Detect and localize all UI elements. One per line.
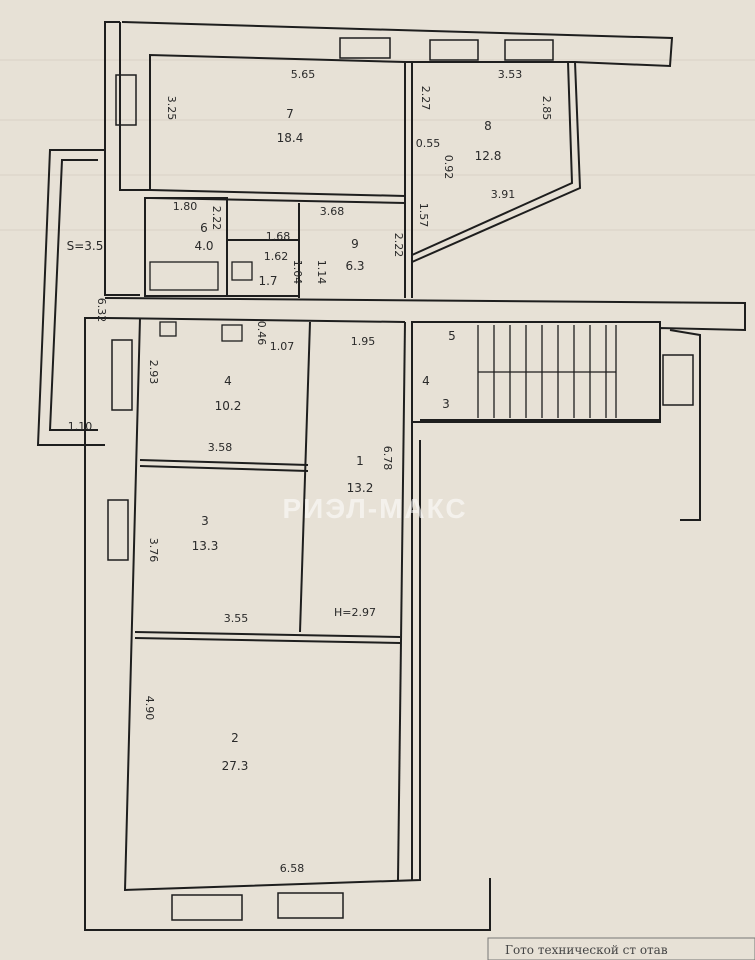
- dim-label: 3.25: [165, 96, 178, 121]
- room-1-number: 1: [356, 454, 364, 468]
- kitchen-sink-icon: [159, 321, 177, 337]
- dim-label: 1.14: [315, 260, 328, 285]
- dim-label: 6.32: [95, 298, 108, 323]
- middle-wall: [104, 297, 746, 421]
- stair-label-3: 3: [442, 397, 450, 411]
- dim-label: 1.62: [264, 250, 289, 263]
- dim-label: 1.10: [68, 420, 93, 433]
- dim-label: 6.78: [381, 446, 394, 471]
- window-left-3: [107, 499, 129, 561]
- stamp-text: Гото технической ст отав: [505, 943, 668, 957]
- dim-label: 1.57: [417, 203, 430, 228]
- windows: [107, 37, 694, 921]
- window-right: [662, 354, 694, 406]
- dim-label: 2.27: [419, 86, 432, 111]
- sink-icon: [231, 261, 253, 281]
- room-5-area: S=3.5: [67, 239, 104, 253]
- room-1-area: 13.2: [347, 481, 374, 495]
- window-left-1: [115, 74, 137, 126]
- room-7-area: 18.4: [277, 131, 304, 145]
- stair-label-4: 4: [422, 374, 430, 388]
- wall-room-8: [411, 61, 582, 263]
- staircase: [477, 325, 617, 418]
- dim-label: 6.58: [280, 862, 305, 875]
- room-wc-area: 1.7: [258, 274, 277, 288]
- watermark: РИЭЛ-МАКС: [282, 493, 467, 524]
- bathtub-icon: [149, 261, 219, 291]
- room-4-number: 4: [224, 374, 232, 388]
- fixtures: [149, 261, 253, 342]
- window-top-1: [339, 37, 391, 59]
- dim-label: 2.93: [147, 360, 160, 385]
- room-3-area: 13.3: [192, 539, 219, 553]
- room-2-number: 2: [231, 731, 239, 745]
- room-6-number: 6: [200, 221, 208, 235]
- dim-label: H=2.97: [334, 606, 376, 619]
- dim-label: 2.85: [540, 96, 553, 121]
- room-7-number: 7: [286, 107, 294, 121]
- wall-4-corridor: [299, 321, 311, 633]
- left-upper-wall: [104, 21, 140, 296]
- room-8-number: 8: [484, 119, 492, 133]
- stamp-box: [487, 937, 755, 960]
- window-top-2: [429, 39, 479, 61]
- dim-label: 1.68: [266, 230, 291, 243]
- dim-label: 3.91: [491, 188, 516, 201]
- dim-label: 2.22: [392, 233, 405, 258]
- dim-label: 1.07: [270, 340, 295, 353]
- dim-label: 2.22: [210, 206, 223, 231]
- room-8-area: 12.8: [475, 149, 502, 163]
- walls: [36, 21, 746, 931]
- dim-label: 3.76: [147, 538, 160, 563]
- dim-label: 3.58: [208, 441, 233, 454]
- dim-label: 3.55: [224, 612, 249, 625]
- dim-label: 3.68: [320, 205, 345, 218]
- dim-label: 1.95: [351, 335, 376, 348]
- dim-label: 0.92: [442, 155, 455, 180]
- room-3-number: 3: [201, 514, 209, 528]
- room-labels: 7 18.4 8 12.8 9 6.3 6 4.0 1.7 S=3.5 4 10…: [67, 107, 502, 773]
- stove-icon: [221, 324, 243, 342]
- stair-label-5: 5: [448, 329, 456, 343]
- room-6-area: 4.0: [194, 239, 213, 253]
- balcony-outline: [36, 149, 105, 446]
- dim-label: 4.90: [143, 696, 156, 721]
- left-lower-wall: [84, 317, 491, 931]
- room-9-number: 9: [351, 237, 359, 251]
- dim-label: 0.55: [416, 137, 441, 150]
- dim-label: 0.46: [255, 321, 268, 346]
- dimension-labels: 5.65 3.53 3.25 2.27 2.85 0.55 0.92 3.91 …: [68, 68, 553, 875]
- room-4-area: 10.2: [215, 399, 242, 413]
- dim-label: 5.65: [291, 68, 316, 81]
- room-2-area: 27.3: [222, 759, 249, 773]
- background-lines: [0, 59, 755, 231]
- stair-labels: 5 4 3: [422, 329, 456, 411]
- window-bottom-2: [277, 892, 344, 919]
- room-9-area: 6.3: [345, 259, 364, 273]
- dim-label: 3.53: [498, 68, 523, 81]
- dim-label: 1.80: [173, 200, 198, 213]
- window-left-2: [111, 339, 133, 411]
- window-top-3: [504, 39, 554, 61]
- top-wall: [119, 21, 674, 191]
- dim-label: 1.04: [291, 260, 304, 285]
- window-bottom-1: [171, 894, 243, 921]
